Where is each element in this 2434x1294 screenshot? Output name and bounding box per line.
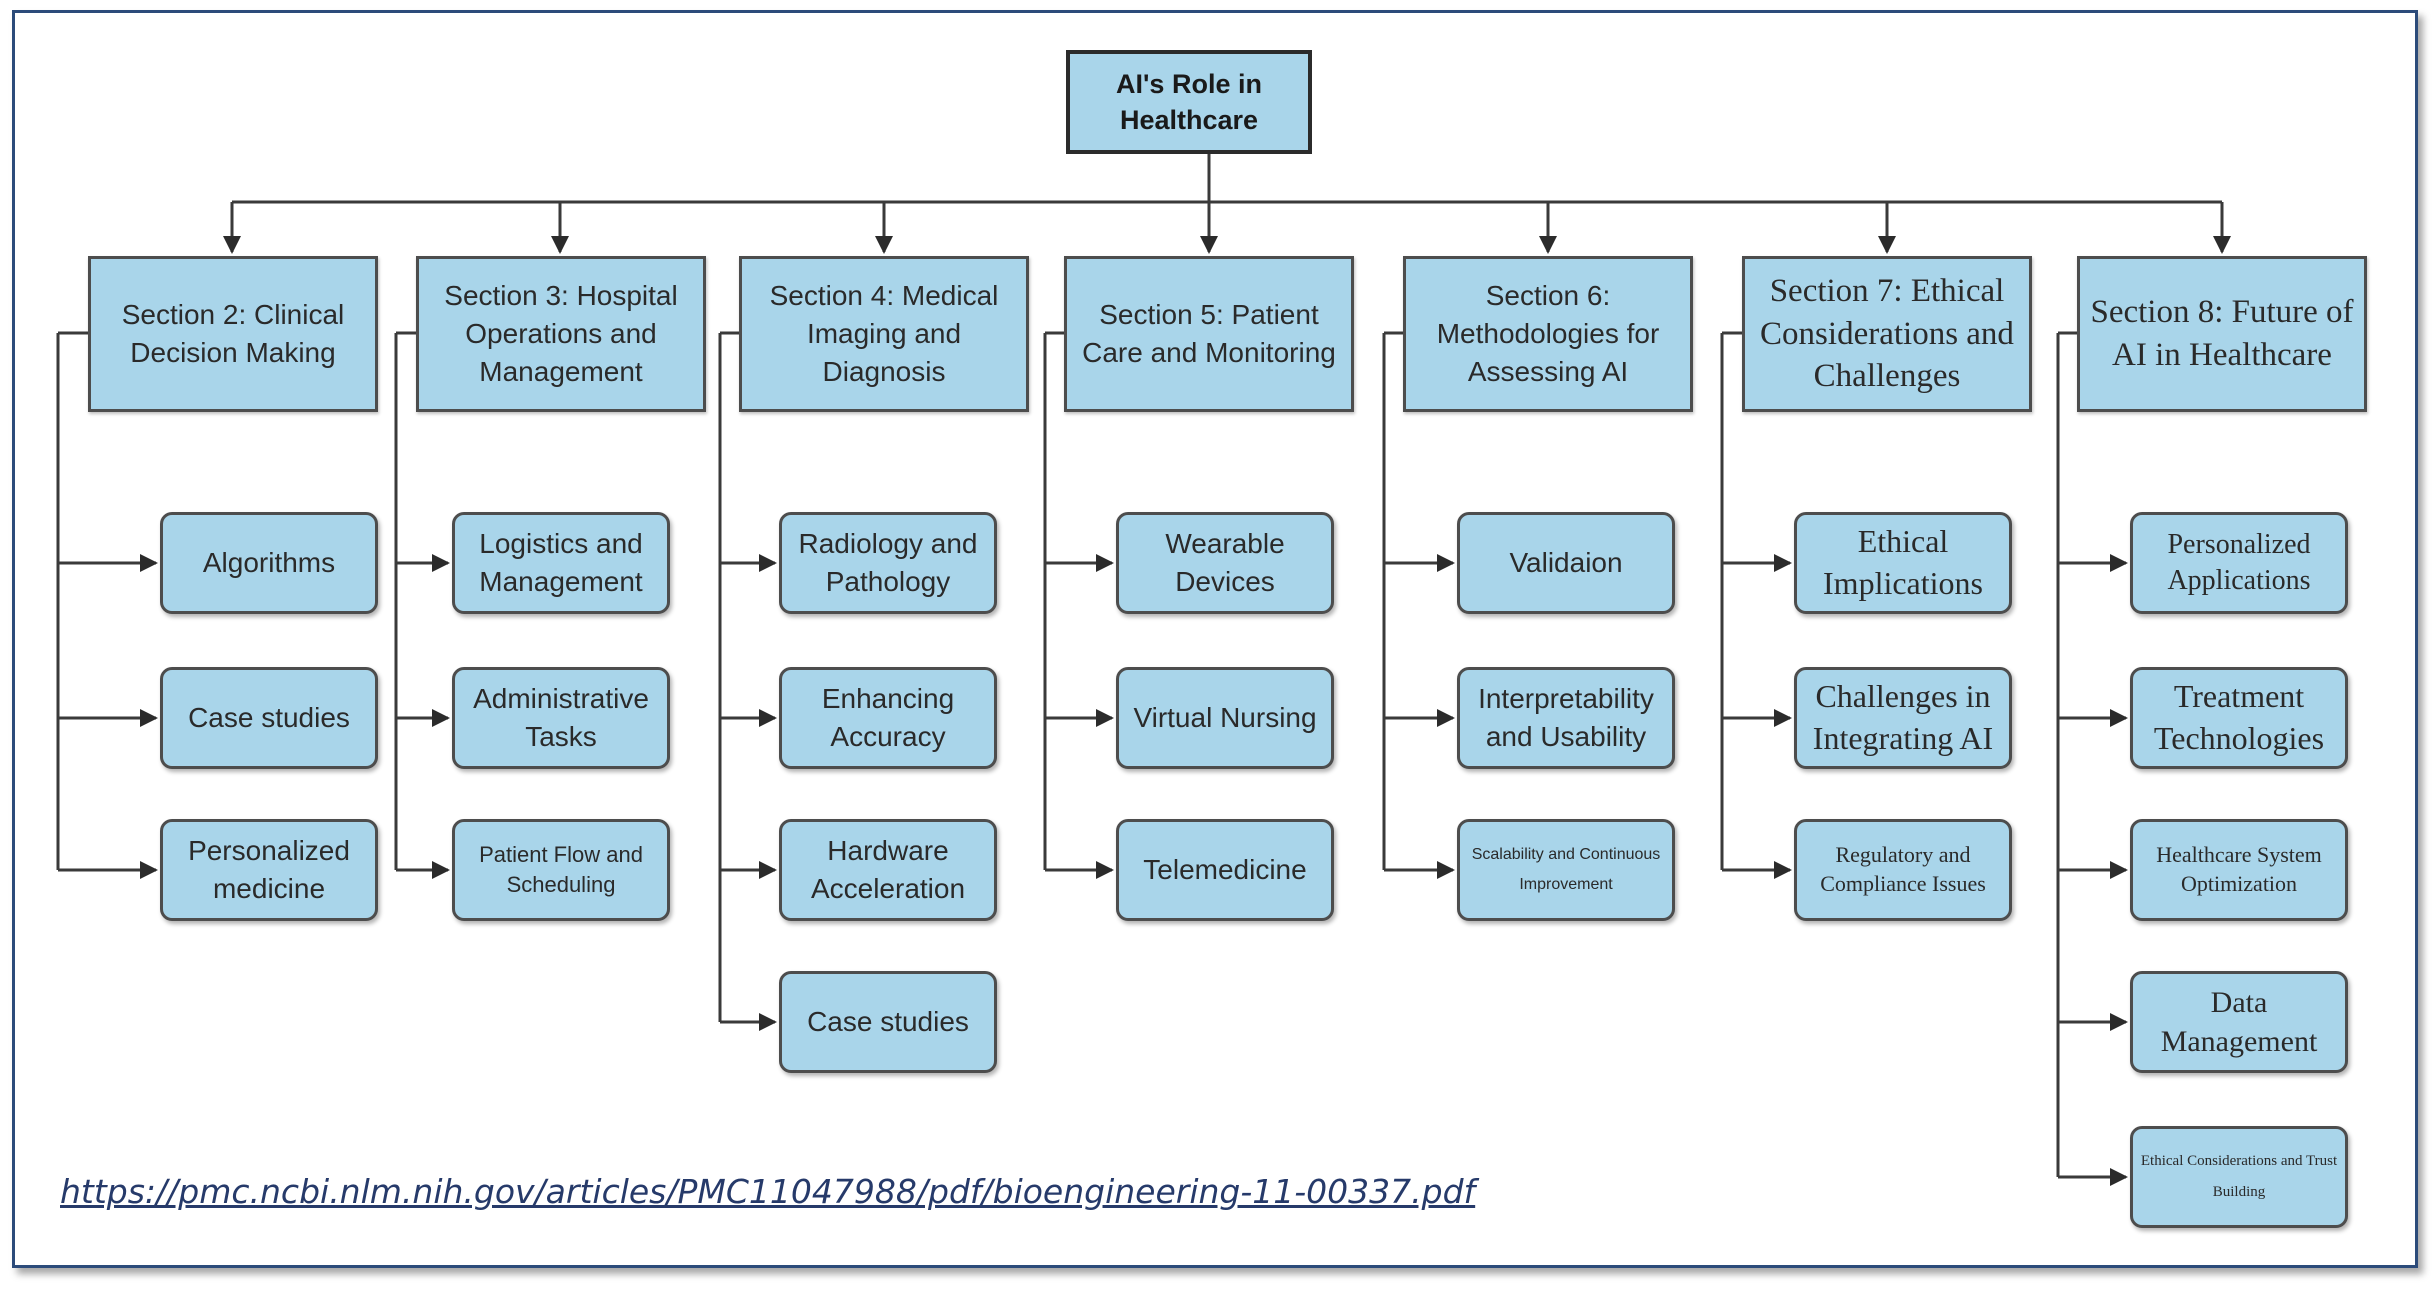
item-label: Ethical Considerations and Trust Buildin… [2140, 1152, 2338, 1201]
item-label: Enhancing Accuracy [821, 683, 955, 752]
source-url-link[interactable]: https://pmc.ncbi.nlm.nih.gov/articles/PM… [60, 1172, 1476, 1211]
section-4-item: Case studies [779, 971, 997, 1073]
section-4-item: Enhancing Accuracy [779, 667, 997, 769]
item-label: Virtual Nursing [1133, 702, 1317, 734]
section-5-node: Section 5: Patient Care and Monitoring [1064, 256, 1354, 412]
section-2-node: Section 2: Clinical Decision Making [88, 256, 378, 412]
section-7-title: Section 7: Ethical Considerations and Ch… [1760, 272, 2014, 395]
section-6-title: Section 6: Methodologies for Assessing A… [1436, 280, 1660, 387]
root-node: AI's Role in Healthcare [1066, 50, 1312, 154]
section-8-item: Ethical Considerations and Trust Buildin… [2130, 1126, 2348, 1228]
section-4-item: Radiology and Pathology [779, 512, 997, 614]
item-label: Healthcare System Optimization [2156, 842, 2322, 896]
section-8-item: Personalized Applications [2130, 512, 2348, 614]
section-2-item: Case studies [160, 667, 378, 769]
item-label: Scalability and Continuous Improvement [1471, 845, 1661, 893]
section-8-item: Treatment Technologies [2130, 667, 2348, 769]
figure-frame [12, 10, 2418, 1268]
item-label: Algorithms [202, 547, 336, 579]
section-5-item: Wearable Devices [1116, 512, 1334, 614]
section-6-item: Scalability and Continuous Improvement [1457, 819, 1675, 921]
section-2-item: Algorithms [160, 512, 378, 614]
section-6-item: Validaion [1457, 512, 1675, 614]
section-7-node: Section 7: Ethical Considerations and Ch… [1742, 256, 2032, 412]
section-8-item: Data Management [2130, 971, 2348, 1073]
item-label: Hardware Acceleration [810, 835, 966, 904]
item-label: Logistics and Management [479, 528, 643, 597]
section-7-item: Regulatory and Compliance Issues [1794, 819, 2012, 921]
item-label: Validaion [1509, 547, 1623, 579]
section-3-node: Section 3: Hospital Operations and Manag… [416, 256, 706, 412]
section-2-title: Section 2: Clinical Decision Making [121, 299, 345, 368]
section-3-item: Patient Flow and Scheduling [452, 819, 670, 921]
item-label: Wearable Devices [1165, 528, 1285, 597]
item-label: Data Management [2160, 986, 2318, 1058]
section-8-title: Section 8: Future of AI in Healthcare [2090, 294, 2354, 373]
item-label: Personalized Applications [2167, 528, 2311, 596]
item-label: Telemedicine [1143, 854, 1307, 886]
section-5-title: Section 5: Patient Care and Monitoring [1082, 299, 1336, 368]
section-8-item: Healthcare System Optimization [2130, 819, 2348, 921]
section-4-title: Section 4: Medical Imaging and Diagnosis [769, 280, 999, 387]
section-4-node: Section 4: Medical Imaging and Diagnosis [739, 256, 1029, 412]
section-3-title: Section 3: Hospital Operations and Manag… [444, 280, 678, 387]
item-label: Case studies [188, 702, 350, 734]
section-7-item: Challenges in Integrating AI [1794, 667, 2012, 769]
section-6-item: Interpretability and Usability [1457, 667, 1675, 769]
item-label: Ethical Implications [1823, 523, 1983, 601]
item-label: Regulatory and Compliance Issues [1820, 842, 1986, 896]
section-6-node: Section 6: Methodologies for Assessing A… [1403, 256, 1693, 412]
section-5-item: Telemedicine [1116, 819, 1334, 921]
item-label: Treatment Technologies [2153, 678, 2325, 756]
section-5-item: Virtual Nursing [1116, 667, 1334, 769]
section-3-item: Logistics and Management [452, 512, 670, 614]
item-label: Challenges in Integrating AI [1812, 678, 1994, 756]
section-3-item: Administrative Tasks [452, 667, 670, 769]
item-label: Interpretability and Usability [1478, 683, 1654, 752]
item-label: Case studies [807, 1006, 969, 1038]
item-label: Personalized medicine [188, 835, 350, 904]
item-label: Radiology and Pathology [798, 528, 978, 597]
section-8-node: Section 8: Future of AI in Healthcare [2077, 256, 2367, 412]
section-2-item: Personalized medicine [160, 819, 378, 921]
root-title: AI's Role in Healthcare [1116, 68, 1262, 135]
section-7-item: Ethical Implications [1794, 512, 2012, 614]
item-label: Patient Flow and Scheduling [479, 842, 643, 897]
section-4-item: Hardware Acceleration [779, 819, 997, 921]
item-label: Administrative Tasks [473, 683, 649, 752]
